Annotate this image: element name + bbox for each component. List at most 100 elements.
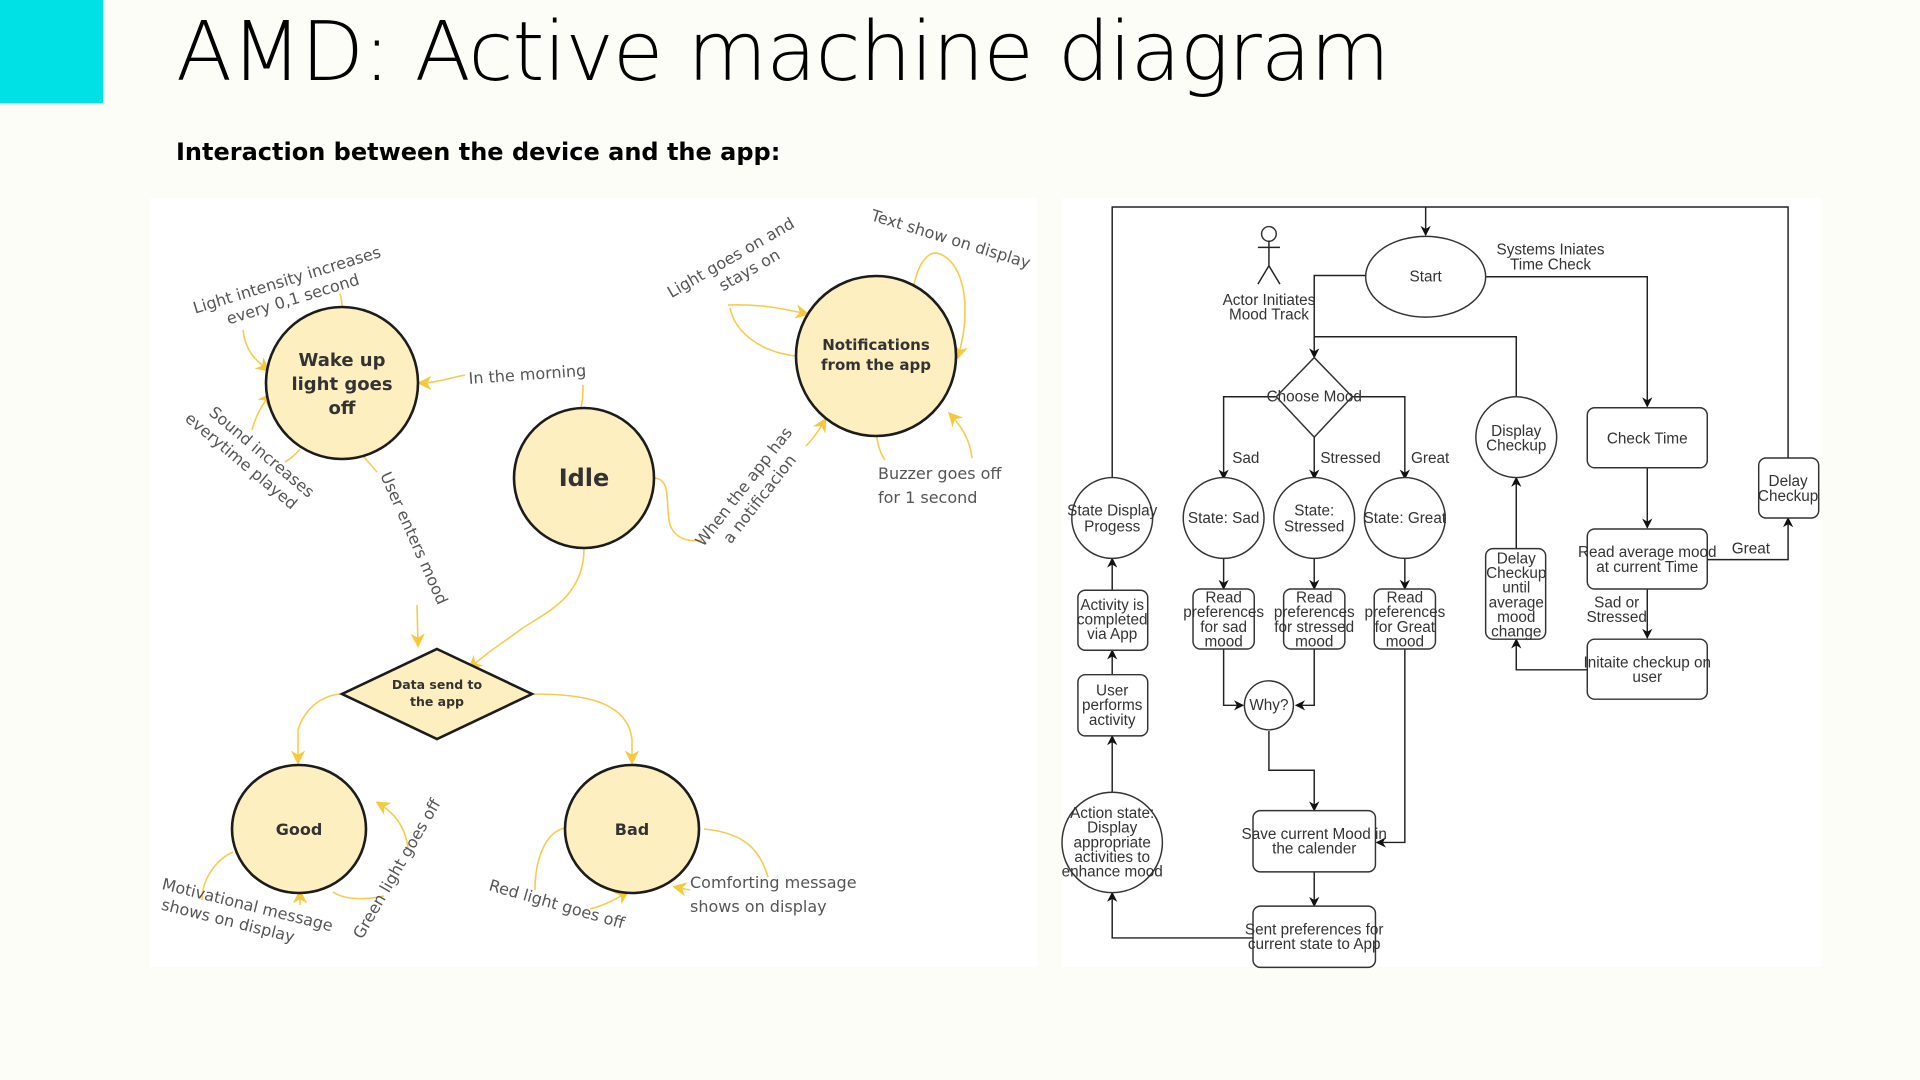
state-wake-up: Wake up light goes off bbox=[264, 305, 420, 461]
decision-label-2: the app bbox=[410, 694, 464, 709]
svg-text:mood: mood bbox=[1204, 634, 1242, 651]
arrow-light-on-tail bbox=[729, 307, 797, 357]
arrow-in-the-morning bbox=[417, 374, 466, 391]
svg-text:until: until bbox=[1502, 580, 1530, 597]
svg-text:for Great: for Great bbox=[1375, 619, 1436, 636]
arrow-light-on bbox=[727, 304, 810, 319]
arrow-user-enters-mood-head bbox=[410, 604, 425, 648]
delay-until-box: Delay Checkup until average mood change bbox=[1484, 547, 1546, 641]
svg-text:Read: Read bbox=[1205, 589, 1242, 606]
state-idle: Idle bbox=[512, 406, 656, 550]
arrow-green-light bbox=[375, 801, 409, 849]
state-stressed-node bbox=[1273, 476, 1356, 560]
state-bad: Bad bbox=[563, 763, 701, 895]
state-display-progress-node: State Display Progess bbox=[1067, 476, 1158, 560]
systems-label-2: Time Check bbox=[1510, 256, 1591, 273]
state-idle-label: Idle bbox=[559, 464, 610, 492]
actor-label-2: Mood Track bbox=[1229, 307, 1309, 324]
actor-label-1: Actor Initiates bbox=[1223, 292, 1316, 309]
state-good-label: Good bbox=[276, 820, 323, 839]
decision-data-send: Data send to the app bbox=[338, 647, 536, 741]
svg-text:for stressed: for stressed bbox=[1274, 619, 1354, 636]
arrow-great-save bbox=[1375, 648, 1406, 848]
read-average-box: Read average mood at current Time bbox=[1578, 528, 1717, 590]
svg-text:Read: Read bbox=[1387, 589, 1424, 606]
state-sad-label: State: Sad bbox=[1188, 510, 1259, 527]
svg-text:User: User bbox=[1096, 683, 1128, 700]
state-stressed-label-1: State: bbox=[1294, 503, 1334, 520]
state-sad-node bbox=[1182, 476, 1265, 560]
svg-text:Read average mood: Read average mood bbox=[1578, 544, 1717, 561]
arrow-light-intensity bbox=[242, 329, 271, 372]
svg-text:completed: completed bbox=[1077, 611, 1148, 628]
arrow-motivational-tail bbox=[201, 851, 234, 901]
decision-label-1: Data send to bbox=[392, 677, 483, 692]
arrow-start-to-check-time bbox=[1484, 276, 1653, 408]
svg-text:Checkup: Checkup bbox=[1486, 565, 1546, 582]
sad-or-stressed-label-1: Sad or bbox=[1594, 594, 1639, 611]
state-notifications-label-2: from the app bbox=[821, 356, 931, 374]
arrow-initiate-delay bbox=[1511, 638, 1588, 671]
label-comforting-1: Comforting message bbox=[690, 873, 857, 892]
activity-completed-box: Activity is completed via App bbox=[1077, 589, 1149, 651]
state-notifications-label-1: Notifications bbox=[822, 336, 930, 354]
svg-text:Initaite checkup on: Initaite checkup on bbox=[1583, 654, 1711, 671]
svg-text:Delay: Delay bbox=[1497, 550, 1536, 567]
svg-text:enhance mood: enhance mood bbox=[1062, 864, 1163, 881]
arrow-text-show bbox=[912, 252, 968, 360]
save-mood-box: Save current Mood in the calender bbox=[1242, 809, 1387, 873]
svg-text:mood: mood bbox=[1295, 634, 1333, 651]
check-time-box: Check Time bbox=[1586, 407, 1709, 469]
arrow-morning-tail bbox=[579, 384, 584, 411]
arrow-comforting-head bbox=[672, 882, 691, 897]
great-branch-label: Great bbox=[1732, 540, 1771, 557]
why-node bbox=[1243, 680, 1295, 731]
arrow-decision-to-good bbox=[290, 693, 341, 765]
svg-text:Checkup: Checkup bbox=[1486, 438, 1546, 455]
svg-text:the calender: the calender bbox=[1272, 840, 1356, 857]
svg-text:Check Time: Check Time bbox=[1607, 430, 1688, 447]
label-in-the-morning: In the morning bbox=[468, 361, 587, 388]
state-good: Good bbox=[230, 763, 368, 895]
arrow-sound-tail bbox=[284, 448, 301, 463]
label-buzzer-2: for 1 second bbox=[878, 488, 977, 507]
svg-text:preferences: preferences bbox=[1183, 604, 1264, 621]
arrow-stressed-why bbox=[1294, 648, 1315, 711]
action-state-node: Action state: Display appropriate activi… bbox=[1061, 791, 1164, 894]
svg-text:mood: mood bbox=[1386, 634, 1424, 651]
arrow-light-intensity-tail bbox=[339, 293, 343, 308]
svg-text:Activity is: Activity is bbox=[1080, 597, 1144, 614]
label-buzzer-1: Buzzer goes off bbox=[878, 464, 1002, 483]
branch-sad-label: Sad bbox=[1232, 450, 1259, 467]
svg-text:Save current Mood in: Save current Mood in bbox=[1242, 826, 1387, 843]
arrow-red-light bbox=[589, 890, 630, 910]
choose-mood-decision bbox=[1275, 356, 1354, 439]
choose-mood-label: Choose Mood bbox=[1267, 389, 1362, 406]
state-great-label: State: Great bbox=[1364, 510, 1447, 527]
slide-title: AMD: Active machine diagram bbox=[176, 5, 1390, 100]
svg-text:Delay: Delay bbox=[1769, 473, 1808, 490]
line-display-checkup-up bbox=[1314, 336, 1517, 405]
arrow-green-light-tail bbox=[332, 891, 385, 900]
systems-label-1: Systems Iniates bbox=[1497, 242, 1605, 259]
arrow-choose-great bbox=[1352, 396, 1410, 480]
svg-text:State Display: State Display bbox=[1067, 503, 1157, 520]
slide-subtitle: Interaction between the device and the a… bbox=[176, 138, 781, 166]
state-wake-label-3: off bbox=[329, 398, 356, 419]
arrow-decision-to-bad bbox=[533, 693, 640, 765]
arrow-read-great-delay bbox=[1707, 516, 1794, 561]
initiate-checkup-box: Initaite checkup on user bbox=[1583, 638, 1711, 700]
read-sad-box: Read preferences for sad mood bbox=[1183, 588, 1264, 651]
arrow-sad-why bbox=[1222, 648, 1245, 711]
arrow-start-to-choose bbox=[1309, 274, 1366, 359]
loop-top-line bbox=[1111, 206, 1789, 478]
sad-or-stressed-label-2: Stressed bbox=[1586, 609, 1646, 626]
svg-text:user: user bbox=[1632, 669, 1662, 686]
accent-block bbox=[0, 0, 103, 103]
svg-text:Checkup: Checkup bbox=[1758, 488, 1818, 505]
svg-text:via App: via App bbox=[1087, 626, 1137, 643]
svg-text:Display: Display bbox=[1087, 820, 1138, 837]
state-notifications: Notifications from the app bbox=[794, 274, 958, 438]
start-node bbox=[1364, 235, 1487, 318]
display-checkup-node: Display Checkup bbox=[1475, 396, 1558, 479]
